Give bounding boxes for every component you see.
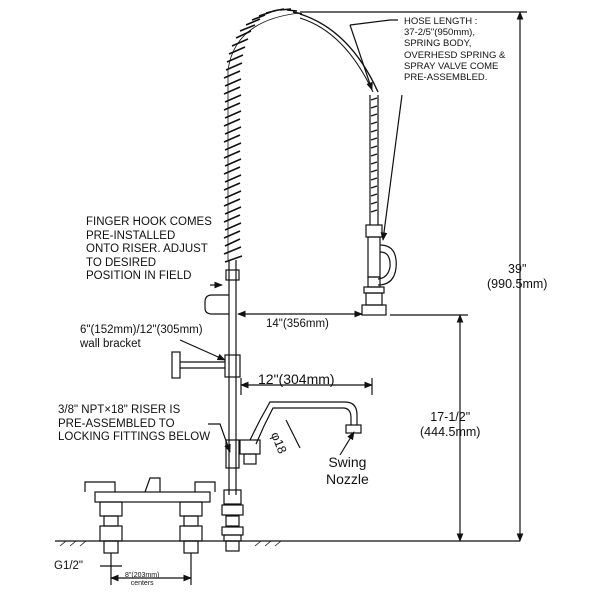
- leader-hose-1: [349, 19, 398, 26]
- spray-valve: [361, 224, 397, 316]
- spout: [239, 401, 362, 465]
- wall-bracket-label: 6"(152mm)/12"(305mm) wall bracket: [80, 324, 203, 350]
- dim-phi-line: [285, 419, 301, 449]
- hose: [369, 95, 379, 225]
- centers-label: 8"(203mm) centers: [125, 572, 160, 588]
- dim-14-label: 14"(356mm): [266, 318, 329, 330]
- leader-riser: [208, 423, 231, 453]
- finger-hook-note: FINGER HOOK COMES PRE-INSTALLED ONTO RIS…: [86, 216, 212, 283]
- leader-wall-bracket: [179, 339, 226, 361]
- leader-nozzle: [339, 431, 355, 456]
- dim-12-label: 12"(304mm): [258, 371, 335, 387]
- leader-hose-2: [349, 24, 373, 91]
- swing-nozzle-label: Swing Nozzle: [326, 454, 369, 487]
- leader-hose-3: [380, 94, 403, 241]
- spring-coil: [223, 8, 303, 263]
- riser-note: 3/8" NPT×18" RISER IS PRE-ASSEMBLED TO L…: [58, 404, 211, 444]
- wall-bracket: [171, 351, 225, 379]
- counter-hatch: [59, 540, 282, 547]
- finger-hook: [204, 294, 229, 315]
- deck-faucet: [84, 477, 216, 554]
- dim-17-label: 17-1/2" (444.5mm): [420, 410, 481, 439]
- overhead-arm: [299, 13, 379, 93]
- g-half-label: G1/2": [54, 560, 84, 572]
- riser-column: [221, 260, 244, 552]
- hose-note: HOSE LENGTH : 37-2/5"(950mm), SPRING BOD…: [404, 16, 506, 84]
- dim-39-label: 39" (990.5mm): [487, 262, 548, 291]
